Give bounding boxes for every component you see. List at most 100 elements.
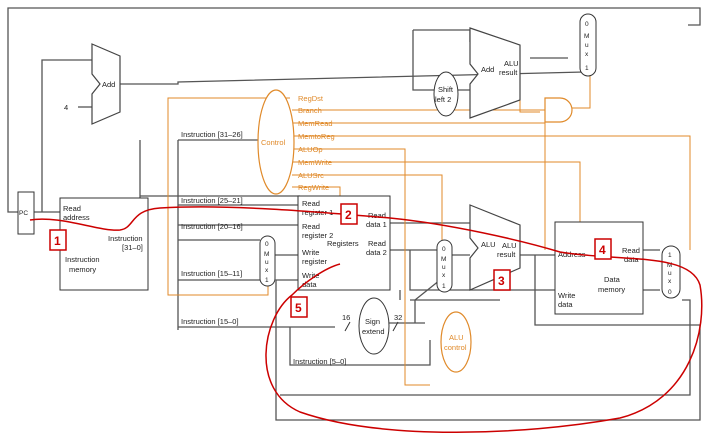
svg-text:1: 1 (442, 283, 446, 290)
annotation-box-4: 4 (594, 238, 612, 260)
control-unit (257, 89, 295, 195)
svg-text:x: x (585, 51, 589, 58)
data-memory (554, 221, 644, 315)
control-signal-regwrite: RegWrite (298, 183, 329, 192)
and-gate (544, 97, 573, 123)
instr-field-5-0: Instruction [5–0] (293, 357, 346, 366)
svg-text:1: 1 (585, 65, 589, 72)
branch-res2: result (499, 68, 518, 77)
mux-label-u: u (265, 259, 269, 266)
instruction-memory (59, 197, 149, 291)
rf-rd2a: Read (368, 239, 386, 248)
annotation-label-5: 5 (295, 301, 302, 315)
svg-text:u: u (668, 270, 672, 277)
im-name2-label: memory (69, 265, 96, 274)
branch-add-label: Add (481, 65, 494, 74)
instr-field-15-11: Instruction [15–11] (181, 269, 242, 278)
annotation-box-1: 1 (49, 229, 67, 251)
control-signal-regdst: RegDst (298, 94, 324, 103)
dm-write1: Write (558, 291, 575, 300)
im-out2-label: [31–0] (122, 243, 143, 252)
rf-read-reg2a: Read (302, 222, 320, 231)
dm-address: Address (558, 250, 586, 259)
svg-text:0: 0 (668, 289, 672, 296)
control-signal-memtoreg: MemtoReg (298, 132, 335, 141)
svg-text:0: 0 (585, 21, 589, 28)
control-signal-branch: Branch (298, 106, 322, 115)
control-signal-memwrite: MemWrite (298, 158, 332, 167)
rf-write-datab: data (302, 280, 317, 289)
im-out1-label: Instruction (108, 234, 143, 243)
main-alu-label: ALU (481, 240, 496, 249)
sign-extend-a: Sign (365, 317, 380, 326)
instr-field-15-0: Instruction [15–0] (181, 317, 239, 326)
instr-field-20-16: Instruction [20–16] (181, 222, 243, 231)
sign-extend (358, 297, 390, 355)
control-wires (167, 46, 691, 386)
control-signal-alusrc: ALUSrc (298, 171, 324, 180)
alu-src-mux: 0 M u x 1 (436, 239, 453, 293)
im-read-label: Read (63, 204, 81, 213)
mux-label-0: 0 (265, 241, 269, 248)
annotation-label-4: 4 (599, 243, 606, 257)
rf-name: Registers (327, 239, 359, 248)
mem-to-reg-mux: 1 M u x 0 (661, 245, 681, 299)
alu-control-a: ALU (449, 333, 464, 342)
im-address-label: address (63, 213, 90, 222)
pc-src-mux: 0 M u x 1 (579, 13, 597, 77)
rf-write-regb: register (302, 257, 328, 266)
mux-label-1: 1 (265, 277, 269, 284)
sign-extend-in-width: 16 (342, 313, 350, 322)
dm-write2: data (558, 300, 573, 309)
alu-control (440, 311, 472, 373)
const-four-label: 4 (64, 103, 68, 112)
main-alu-res2: result (497, 250, 516, 259)
pc-register (17, 191, 35, 235)
shift-b: left 2 (435, 95, 451, 104)
annotation-box-3: 3 (493, 269, 511, 291)
rf-write-rega: Write (302, 248, 319, 257)
annotation-label-1: 1 (54, 234, 61, 248)
svg-text:M: M (584, 33, 589, 40)
svg-text:1: 1 (668, 252, 672, 259)
sign-extend-out-width: 32 (394, 313, 402, 322)
dm-read2: data (624, 255, 639, 264)
shift-left-2 (433, 71, 459, 117)
main-alu-res1: ALU (502, 241, 517, 250)
rf-read-reg2b: register 2 (302, 231, 333, 240)
shift-a: Shift (438, 85, 454, 94)
dm-name1: Data (604, 275, 621, 284)
alu-control-b: control (444, 343, 467, 352)
im-name1-label: Instruction (65, 255, 100, 264)
svg-text:0: 0 (442, 246, 446, 253)
control-label: Control (261, 138, 286, 147)
annotation-label-3: 3 (498, 274, 505, 288)
svg-text:x: x (668, 278, 672, 285)
annotation-box-5: 5 (290, 296, 308, 318)
pc-adder (91, 43, 121, 125)
annotation-label-2: 2 (345, 208, 352, 222)
rf-rd2b: data 2 (366, 248, 387, 257)
pc-label: PC (19, 210, 28, 217)
control-signal-aluop: ALUOp (298, 145, 323, 154)
svg-text:x: x (442, 272, 446, 279)
pc-adder-label: Add (102, 80, 115, 89)
svg-text:M: M (667, 262, 672, 269)
rf-rd1b: data 1 (366, 220, 387, 229)
control-signal-labels: RegDstBranchMemReadMemtoRegALUOpMemWrite… (298, 94, 335, 192)
sign-extend-b: extend (362, 327, 385, 336)
rf-rd1a: Read (368, 211, 386, 220)
dm-read1: Read (622, 246, 640, 255)
rf-write-dataa: Write (302, 271, 319, 280)
branch-res1: ALU (504, 59, 519, 68)
instr-field-31-26: Instruction [31–26] (181, 130, 243, 139)
branch-adder (469, 27, 521, 119)
mux-label-m: M (264, 251, 269, 258)
svg-text:u: u (585, 42, 589, 49)
mux-label-x: x (265, 267, 269, 274)
datapath-wires (7, 7, 701, 421)
dm-name2: memory (598, 285, 625, 294)
reg-dst-mux: 0 M u x 1 (259, 235, 276, 287)
